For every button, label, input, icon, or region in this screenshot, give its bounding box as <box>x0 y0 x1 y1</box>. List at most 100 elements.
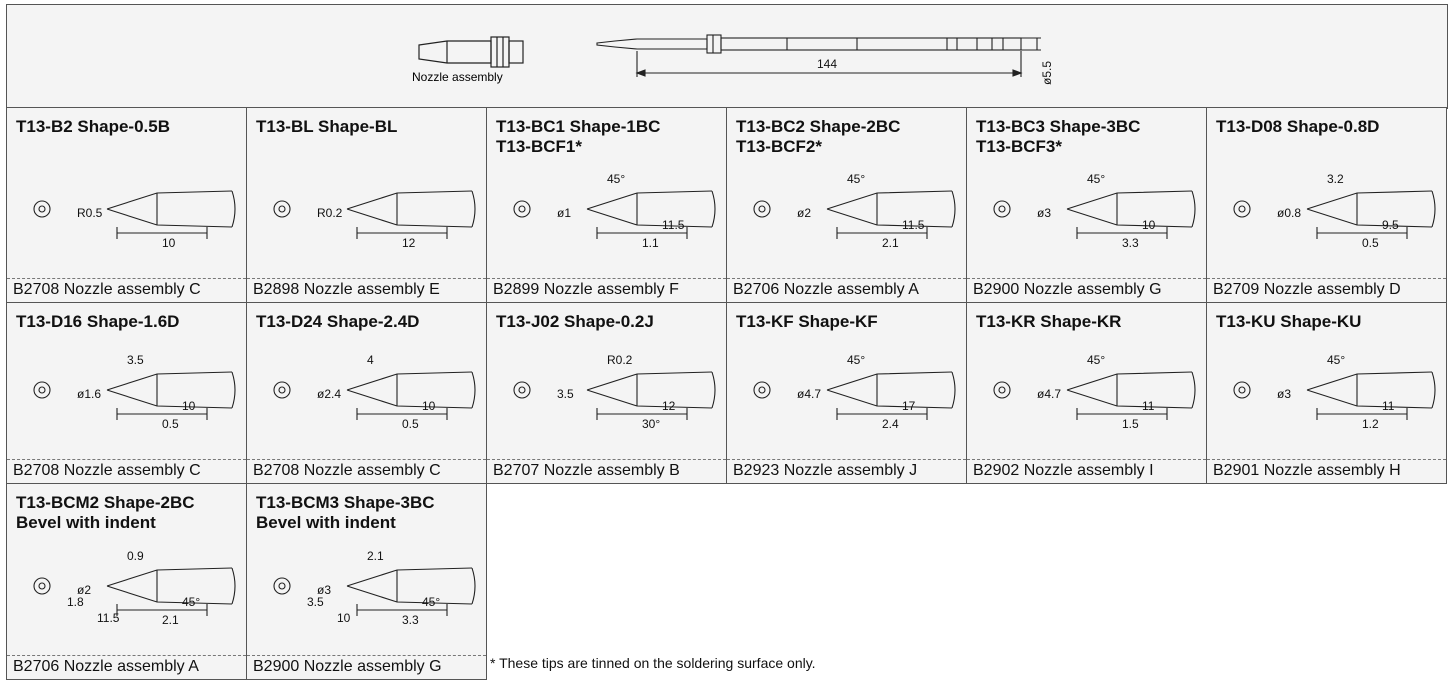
tip-drawing: ø3 3.3 45° 10 <box>993 172 1196 250</box>
tip-drawing: ø1.60.53.510 <box>33 353 236 431</box>
dimension-label: 3.3 <box>402 613 419 627</box>
dimension-label: 0.5 <box>1362 236 1379 250</box>
tip-title-line: T13-D08 Shape-0.8D <box>1216 117 1380 136</box>
dimension-label: 2.1 <box>367 549 384 563</box>
tip-profile-icon <box>513 190 716 239</box>
dimension-label: 12 <box>662 399 676 413</box>
tip-title-line: T13-KF Shape-KF <box>736 312 878 331</box>
tip-profile-icon <box>33 190 236 239</box>
tip-drawing: ø31.245°11 <box>1233 353 1436 431</box>
nozzle-assembly-label: B2900 Nozzle assembly G <box>967 278 1206 302</box>
tip-profile-icon <box>33 371 236 420</box>
dimension-label: 17 <box>902 399 916 413</box>
nozzle-assembly-label: B2923 Nozzle assembly J <box>727 459 966 483</box>
tip-title-line: T13-D24 Shape-2.4D <box>256 312 420 331</box>
tip-title-line: T13-BCM3 Shape-3BC <box>256 493 435 512</box>
dimension-label: 30° <box>642 417 660 431</box>
dimension-label: 11 <box>1382 399 1395 413</box>
dimension-label: 11 <box>1142 399 1155 413</box>
tip-title: T13-KR Shape-KR <box>976 312 1121 332</box>
dimension-label: 3.5 <box>127 353 144 367</box>
dimension-label: 11.5 <box>662 218 685 232</box>
nozzle-assembly-label: B2708 Nozzle assembly C <box>247 459 486 483</box>
tip-profile-icon <box>273 567 476 616</box>
tip-title-line: T13-J02 Shape-0.2J <box>496 312 654 331</box>
dimension-label: 45° <box>1087 172 1105 186</box>
tip-title-line: T13-BC1 Shape-1BC <box>496 117 661 136</box>
dimension-label: 45° <box>1327 353 1345 367</box>
nozzle-assembly-label: Nozzle assembly <box>412 70 503 84</box>
tip-profile-icon <box>753 190 956 239</box>
tip-title-line: T13-BL Shape-BL <box>256 117 398 136</box>
tip-cell: R0.2 12 T13-BL Shape-BL B2898 Nozzle assemb… <box>246 107 487 303</box>
tip-title: T13-D16 Shape-1.6D <box>16 312 179 332</box>
dimension-label: ø3 <box>317 583 331 597</box>
dimension-label: 2.1 <box>162 613 179 627</box>
tip-drawing: ø22.145°11.5 <box>753 172 956 250</box>
tip-cell: ø4.7 1.5 45° 11 T13-KR Shape-KR B2902 Nozzle … <box>966 302 1207 484</box>
tip-title: T13-BL Shape-BL <box>256 117 397 137</box>
tip-drawing: ø4.7 1.5 45° 11 <box>993 353 1196 431</box>
overview-panel: Nozzle assembly 14 <box>6 4 1448 109</box>
tip-title: T13-KF Shape-KF <box>736 312 878 332</box>
tip-cell: ø2.4 0.5 4 10 T13-D24 Shape-2.4D B2708 Nozzle… <box>246 302 487 484</box>
dimension-label: 3.5 <box>307 595 324 609</box>
dimension-label: 2.4 <box>882 417 899 431</box>
dimension-label: 0.5 <box>402 417 419 431</box>
dimension-label: 3.3 <box>1122 236 1139 250</box>
dimension-label: R0.2 <box>317 206 343 220</box>
dimension-label: 1.1 <box>642 236 659 250</box>
tip-title: T13-B2 Shape-0.5B <box>16 117 170 137</box>
tip-profile-icon <box>273 371 476 420</box>
tip-drawing: ø22.10.945°11.51.8 <box>33 549 236 627</box>
tip-catalog: Nozzle assembly 14 <box>6 4 1448 679</box>
tip-title: T13-KU Shape-KU <box>1216 312 1361 332</box>
tip-title-line: T13-BC2 Shape-2BC <box>736 117 901 136</box>
tip-title-line: T13-BCF2* <box>736 137 822 156</box>
tip-drawing: ø33.32.145°103.5 <box>273 549 476 627</box>
cartridge-icon <box>596 34 1041 77</box>
dimension-label: ø4.7 <box>1037 387 1061 401</box>
tip-title-line: T13-BCF3* <box>976 137 1062 156</box>
dimension-label: ø3 <box>1037 206 1051 220</box>
tip-profile-icon <box>513 371 716 420</box>
dimension-label: 10 <box>337 611 351 625</box>
dimension-label: ø2.4 <box>317 387 341 401</box>
dimension-label: ø3 <box>1277 387 1291 401</box>
nozzle-assembly-label: B2706 Nozzle assembly A <box>727 278 966 302</box>
dimension-label: 10 <box>1142 218 1156 232</box>
tip-title-line: Bevel with indent <box>256 513 396 532</box>
cartridge-overview-drawing: Nozzle assembly 14 <box>412 34 1054 85</box>
dimension-label: 9.5 <box>1382 218 1399 232</box>
dimension-label: ø1 <box>557 206 571 220</box>
dimension-label: 1.8 <box>67 595 84 609</box>
nozzle-assembly-label: B2901 Nozzle assembly H <box>1207 459 1446 483</box>
dimension-label: 45° <box>607 172 625 186</box>
dimension-label: 4 <box>367 353 374 367</box>
dimension-label: 45° <box>1087 353 1105 367</box>
dimension-label: 1.5 <box>1122 417 1139 431</box>
tip-profile-icon <box>273 190 476 239</box>
tip-drawing: R0.2 12 <box>273 190 476 250</box>
nozzle-assembly-label: B2898 Nozzle assembly E <box>247 278 486 302</box>
nozzle-assembly-label: B2708 Nozzle assembly C <box>7 459 246 483</box>
dimension-label: 12 <box>402 236 416 250</box>
tip-profile-icon <box>33 567 236 616</box>
dimension-label: 10 <box>162 236 176 250</box>
dimension-label: 10 <box>422 399 436 413</box>
nozzle-assembly-label: B2902 Nozzle assembly I <box>967 459 1206 483</box>
tip-drawing: 3.530°R0.212 <box>513 353 716 431</box>
dimension-label: 0.5 <box>162 417 179 431</box>
dimension-label: 45° <box>847 353 865 367</box>
tip-title-line: T13-BCF1* <box>496 137 582 156</box>
